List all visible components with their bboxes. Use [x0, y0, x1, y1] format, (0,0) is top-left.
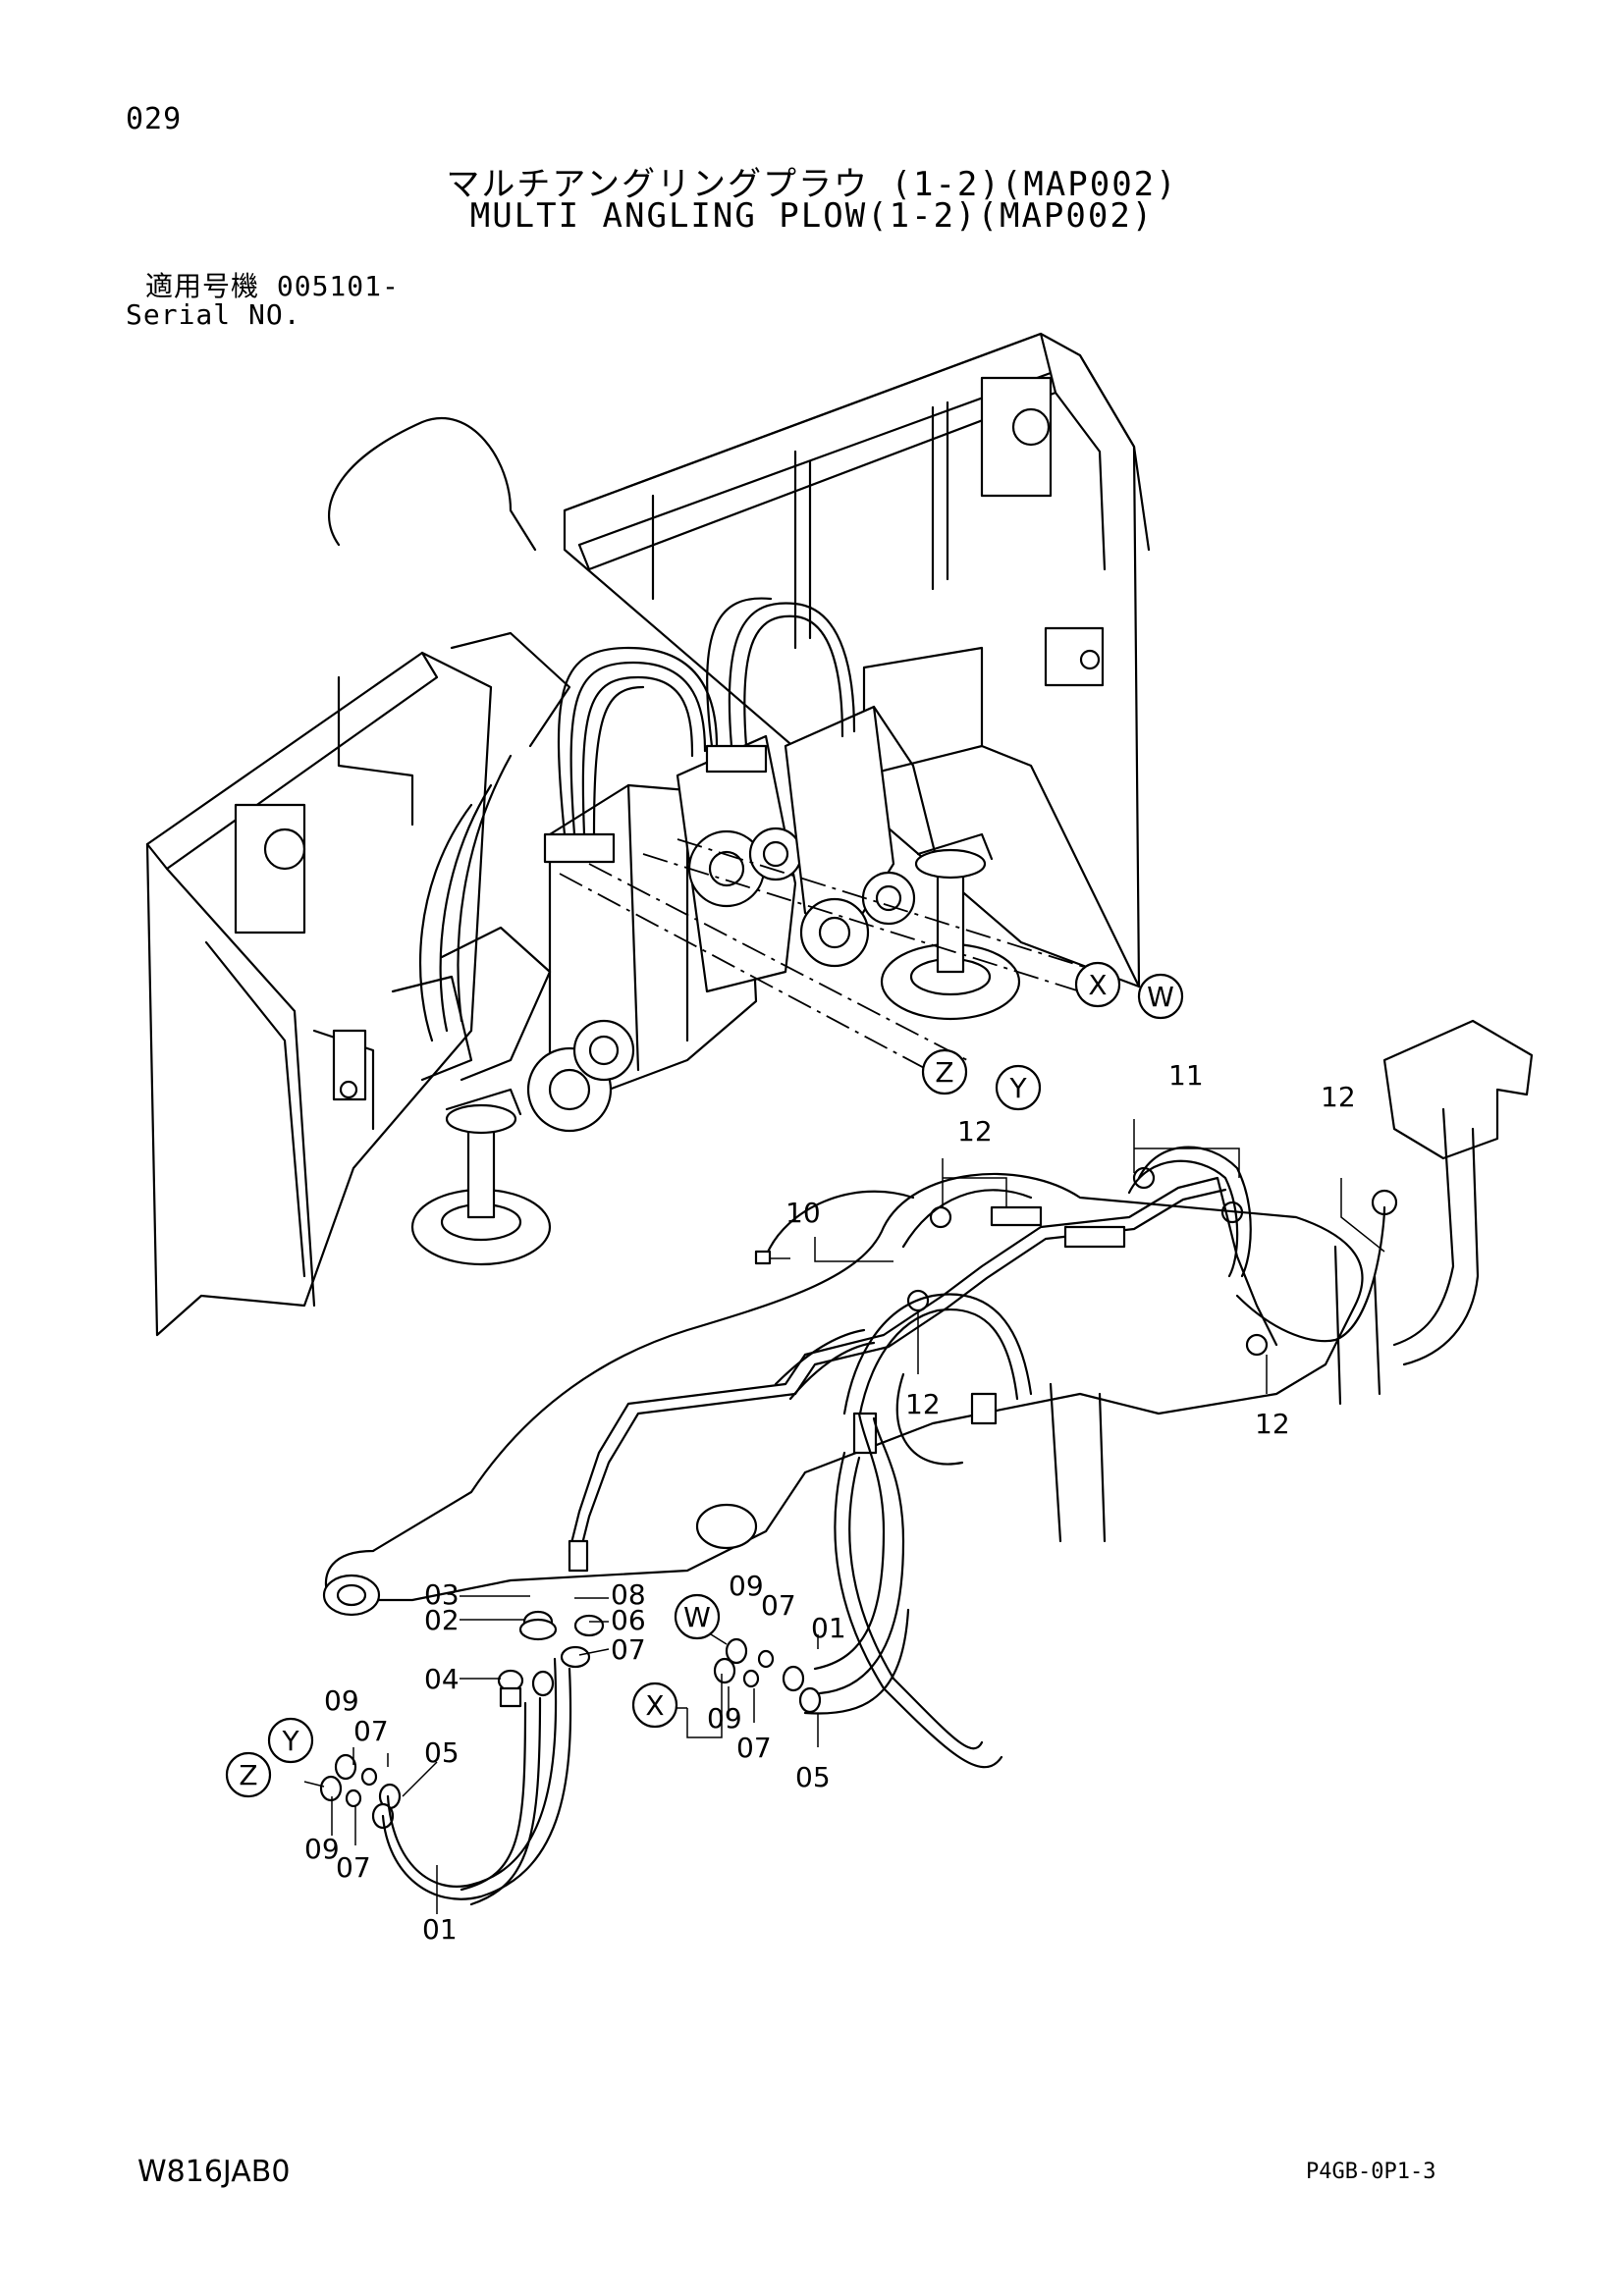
marker-x-upper: X [1074, 961, 1121, 1008]
callout-09-left-bottom: 09 [304, 1833, 340, 1865]
svg-text:W: W [683, 1601, 711, 1633]
marker-w-lower: W [674, 1593, 721, 1640]
title-english: MULTI ANGLING PLOW(1-2)(MAP002) [469, 196, 1155, 236]
svg-text:Y: Y [1008, 1072, 1027, 1104]
svg-text:Y: Y [281, 1725, 299, 1757]
callout-07-left-top: 07 [353, 1715, 389, 1747]
marker-z-lower: Z [225, 1751, 272, 1798]
projection-lines [559, 838, 1101, 1071]
plow-blade-right [328, 332, 1151, 988]
svg-text:X: X [1088, 969, 1107, 1001]
svg-text:X: X [645, 1689, 664, 1722]
loose-hoses [381, 1412, 910, 1906]
footer-code-right: P4GB-0P1-3 [1306, 2160, 1436, 2184]
callout-07-left: 07 [611, 1633, 646, 1666]
serial-label-english: Serial NO. [126, 298, 301, 331]
callout-07-right-bottom: 07 [736, 1732, 772, 1764]
callout-01-left: 01 [422, 1913, 458, 1946]
footer-code-left: W816JAB0 [137, 2155, 291, 2189]
callout-12-middle: 12 [905, 1388, 941, 1420]
callout-09-left-top: 09 [324, 1684, 359, 1717]
callout-04: 04 [424, 1663, 460, 1695]
svg-text:Z: Z [239, 1759, 257, 1791]
callout-05-right: 05 [795, 1761, 831, 1793]
callout-01-right: 01 [811, 1612, 846, 1644]
leader-lines [303, 1119, 1385, 1914]
title-japanese: マルチアングリングプラウ (1-2)(MAP002) [446, 165, 1178, 204]
callout-11: 11 [1168, 1059, 1204, 1092]
callout-07-right-top: 07 [761, 1589, 796, 1622]
marker-z-upper: Z [921, 1048, 968, 1095]
callout-09-right-top: 09 [729, 1570, 764, 1602]
serial-label-japanese: 適用号機 005101- [145, 270, 400, 302]
callout-03: 03 [424, 1578, 460, 1611]
callout-07-left-bottom: 07 [336, 1851, 371, 1884]
marker-x-lower: X [631, 1682, 678, 1729]
callout-08: 08 [611, 1578, 646, 1611]
lower-hoses [568, 1146, 1398, 1769]
pivot-pins [410, 832, 1021, 1266]
plow-blade-left [145, 631, 571, 1337]
svg-text:W: W [1147, 981, 1174, 1013]
upper-hoses [418, 597, 856, 1042]
svg-text:Z: Z [935, 1056, 953, 1089]
fittings-exploded [319, 1610, 822, 1830]
callout-02: 02 [424, 1604, 460, 1636]
callout-12-top: 12 [957, 1115, 993, 1148]
callout-09-right-bottom: 09 [707, 1702, 742, 1735]
page-number: 029 [126, 102, 183, 136]
callout-12-right: 12 [1321, 1081, 1356, 1113]
callout-10: 10 [785, 1197, 821, 1229]
callout-05-left: 05 [424, 1736, 460, 1769]
marker-w-upper: W [1137, 973, 1184, 1020]
marker-y-lower: Y [267, 1717, 314, 1764]
marker-y-upper: Y [995, 1064, 1042, 1111]
callout-06: 06 [611, 1604, 646, 1636]
callout-12-bottom: 12 [1255, 1408, 1290, 1440]
